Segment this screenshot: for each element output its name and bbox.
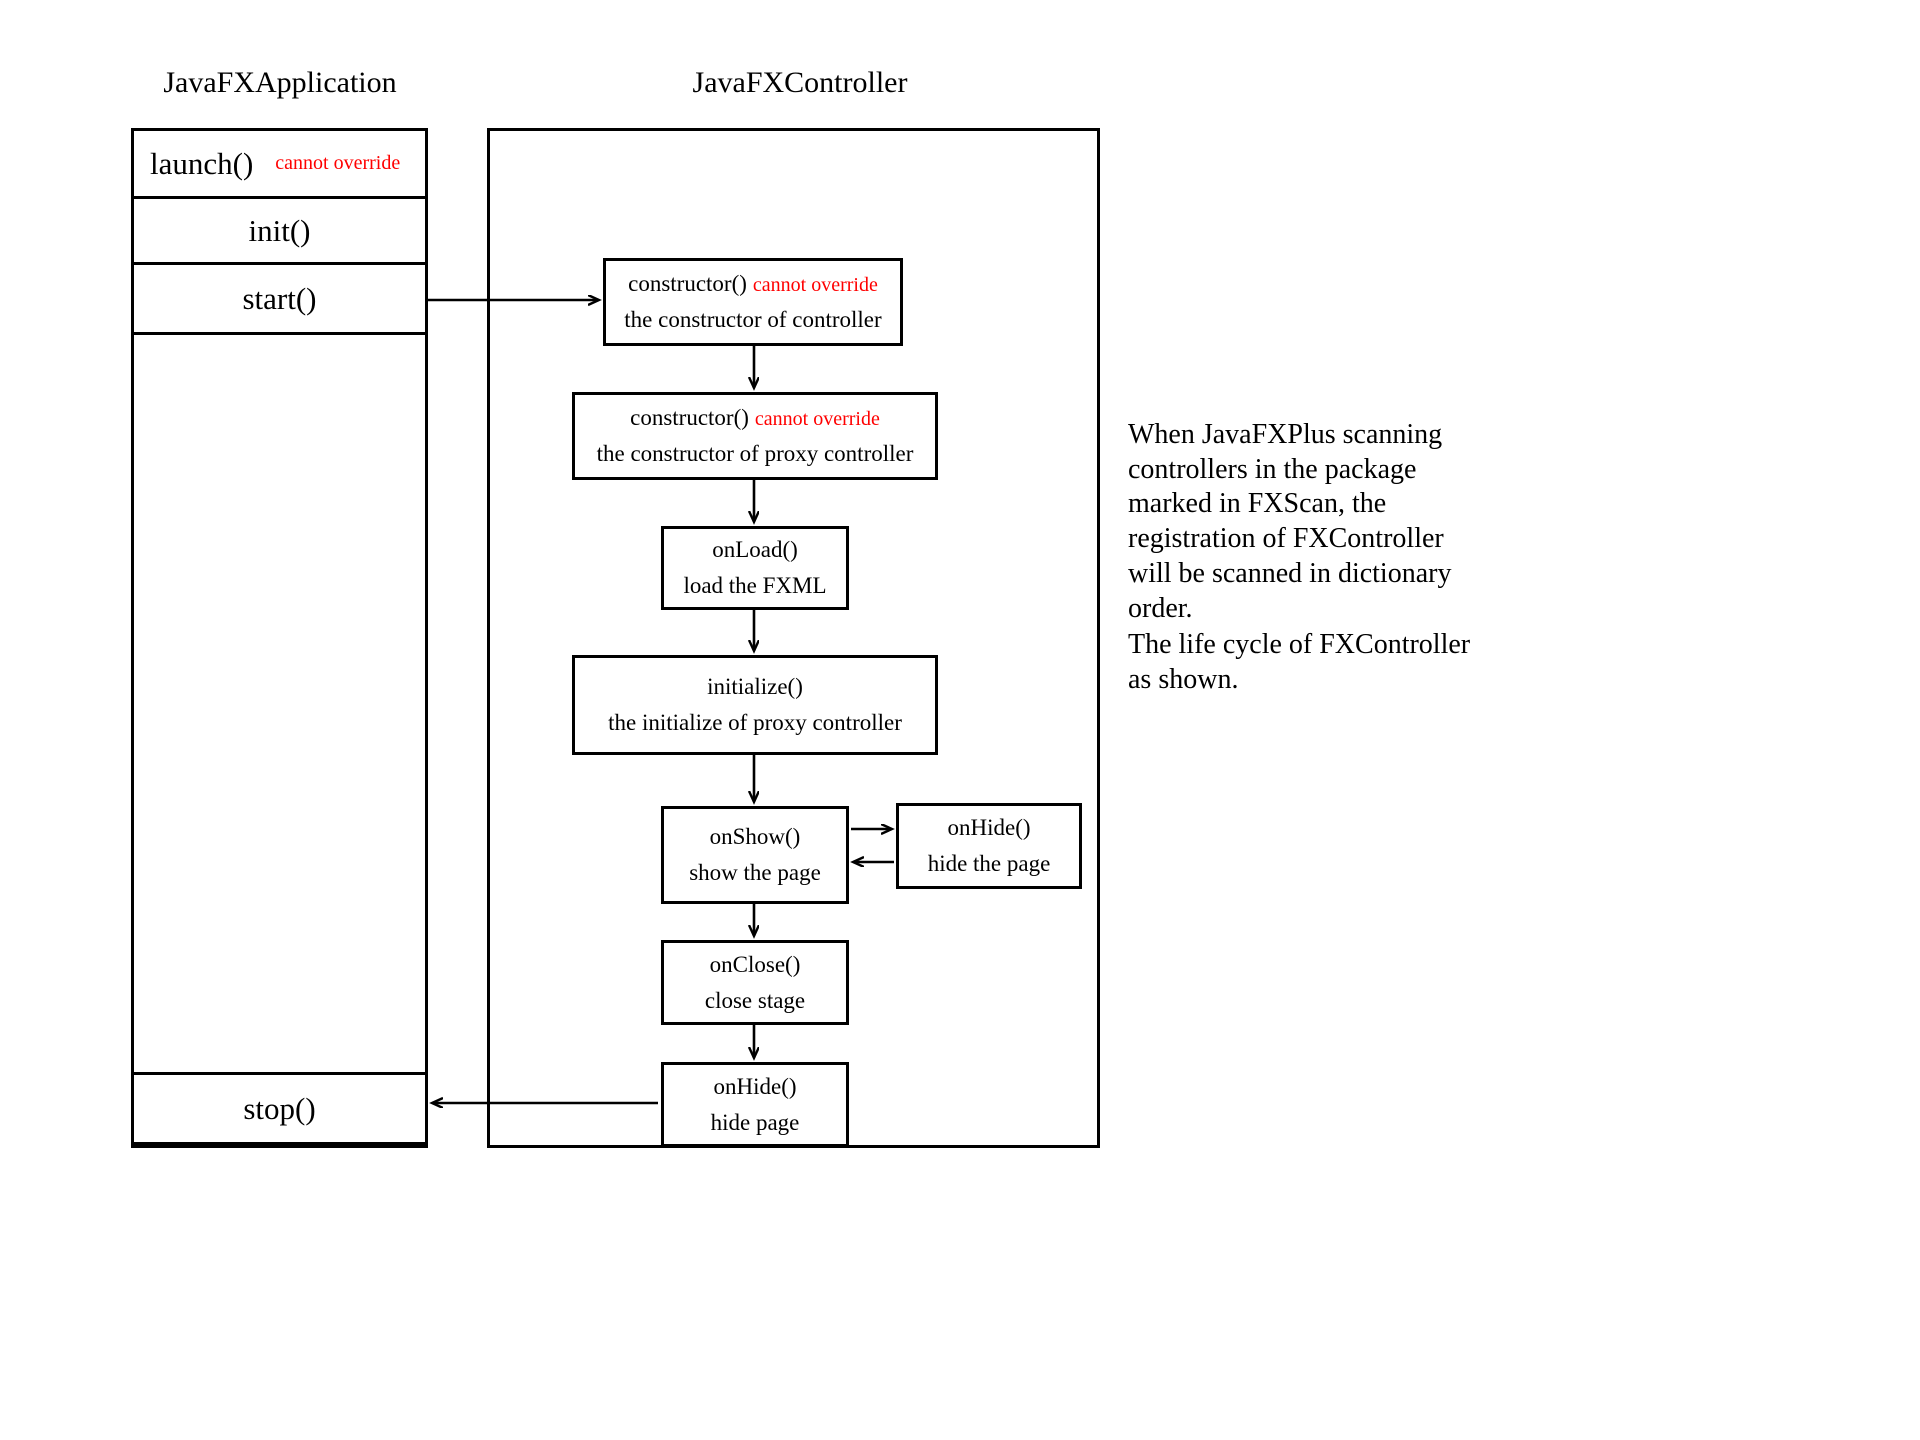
flow-box-constructor-controller[interactable]: constructor()cannot override the constru… — [603, 258, 903, 346]
app-row-launch-note: cannot override — [275, 152, 401, 174]
side-note-paragraph-1: When JavaFXPlus scanning controllers in … — [1128, 419, 1459, 624]
lane-title-application: JavaFXApplication — [163, 66, 397, 99]
side-note-paragraph-2: The life cycle of FXController as shown. — [1128, 629, 1478, 695]
flow-box-on-hide-final-line2: hide page — [710, 1109, 800, 1135]
app-row-launch[interactable]: launch() cannot override — [134, 131, 425, 199]
app-row-init[interactable]: init() — [134, 199, 425, 265]
flow-box-on-hide-toggle-line2: hide the page — [927, 851, 1051, 876]
flow-box-on-close[interactable]: onClose() close stage — [661, 940, 849, 1025]
lane-title-controller: JavaFXController — [692, 66, 908, 99]
flow-box-constructor-controller-line1: constructor()cannot override — [628, 271, 878, 297]
flow-box-on-close-line1: onClose() — [709, 951, 801, 977]
flow-box-constructor-controller-note: cannot override — [752, 274, 878, 297]
flow-box-initialize[interactable]: initialize() the initialize of proxy con… — [572, 655, 938, 755]
javafx-application-container: launch() cannot override init() start() … — [131, 128, 428, 1148]
app-row-stop[interactable]: stop() — [134, 1075, 425, 1145]
app-row-spacer — [134, 335, 425, 1075]
flow-box-on-hide-final[interactable]: onHide() hide page — [661, 1062, 849, 1147]
flow-box-on-hide-final-line1: onHide() — [713, 1073, 797, 1099]
flow-box-on-load-line2: load the FXML — [683, 573, 827, 598]
flow-box-constructor-proxy-line1: constructor()cannot override — [630, 405, 880, 431]
flow-box-initialize-line1: initialize() — [707, 674, 803, 700]
app-row-init-label: init() — [248, 212, 311, 248]
flow-box-constructor-proxy-note: cannot override — [754, 408, 880, 431]
app-row-start[interactable]: start() — [134, 265, 425, 335]
flow-box-initialize-line2: the initialize of proxy controller — [608, 710, 902, 735]
app-row-launch-label: launch() — [150, 145, 254, 181]
flow-box-constructor-proxy[interactable]: constructor()cannot override the constru… — [572, 392, 938, 480]
flow-box-on-show[interactable]: onShow() show the page — [661, 806, 849, 904]
app-row-start-label: start() — [242, 280, 317, 316]
app-row-stop-label: stop() — [243, 1090, 316, 1126]
flow-box-on-close-line2: close stage — [704, 987, 806, 1013]
flow-box-on-hide-toggle-line1: onHide() — [947, 815, 1031, 841]
flow-box-constructor-controller-line2: the constructor of controller — [624, 307, 882, 332]
flow-box-on-show-line1: onShow() — [709, 824, 801, 850]
flow-box-constructor-proxy-line2: the constructor of proxy controller — [596, 441, 914, 466]
flow-box-on-load-line1: onLoad() — [712, 537, 798, 563]
flow-box-on-show-line2: show the page — [689, 860, 821, 885]
flow-box-on-load[interactable]: onLoad() load the FXML — [661, 526, 849, 610]
flow-box-on-hide-toggle[interactable]: onHide() hide the page — [896, 803, 1082, 889]
